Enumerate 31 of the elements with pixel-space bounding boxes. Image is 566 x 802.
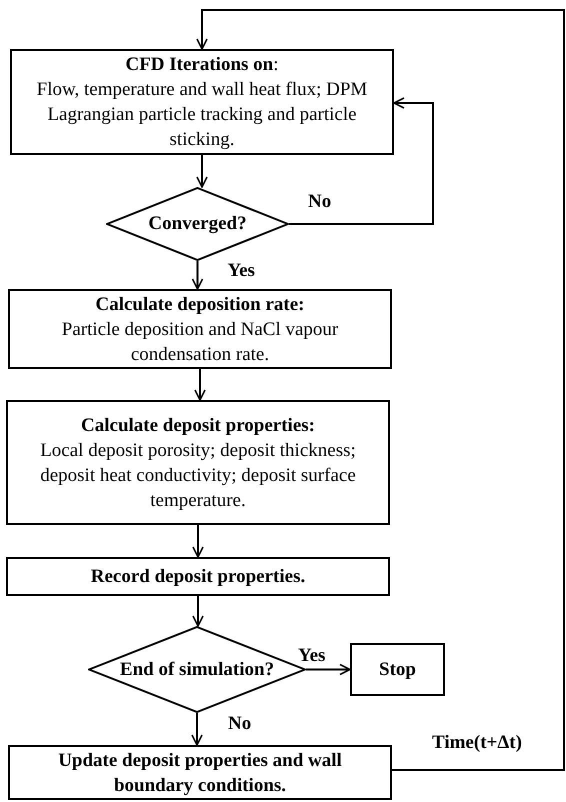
decision-text: Converged?	[148, 212, 247, 236]
arrow	[196, 9, 565, 771]
box-heading: Stop	[379, 658, 416, 682]
arrow	[194, 369, 206, 401]
edge-label: Yes	[298, 646, 326, 664]
box-heading: Record deposit properties.	[90, 565, 306, 589]
arrow	[289, 97, 434, 225]
process-box	[6, 400, 390, 525]
edge-label: Yes	[228, 261, 255, 280]
box-heading: Update deposit properties and wall boundary conditions.	[57, 748, 343, 798]
arrow	[196, 155, 208, 188]
arrow	[191, 713, 203, 746]
box-heading: CFD Iterations on:	[125, 53, 279, 77]
process-box	[8, 289, 392, 369]
box-text: Flow, temperature and wall heat flux; DPM Lagrangian particle tracking and particle sticking.	[36, 78, 368, 152]
box-text: Particle deposition and NaCl vapour condensation rate.	[60, 318, 340, 366]
edge-label: No	[308, 192, 332, 211]
box-heading: Calculate deposition rate:	[96, 292, 304, 316]
arrow	[306, 664, 351, 676]
process-box	[10, 49, 394, 155]
arrow	[192, 261, 204, 290]
decision-text: End of simulation?	[120, 658, 274, 682]
process-box	[6, 557, 390, 596]
box-text: Local deposit porosity; deposit thickness; deposit heat conductivity; deposit surface temperature.	[39, 438, 357, 512]
edge-label: No	[228, 714, 252, 733]
arrow	[192, 525, 204, 558]
process-box	[8, 745, 392, 800]
box-heading: Calculate deposit properties:	[81, 414, 315, 438]
process-box	[350, 643, 445, 696]
arrow	[192, 596, 204, 627]
edge-label: Time(t+Δt)	[432, 733, 522, 752]
